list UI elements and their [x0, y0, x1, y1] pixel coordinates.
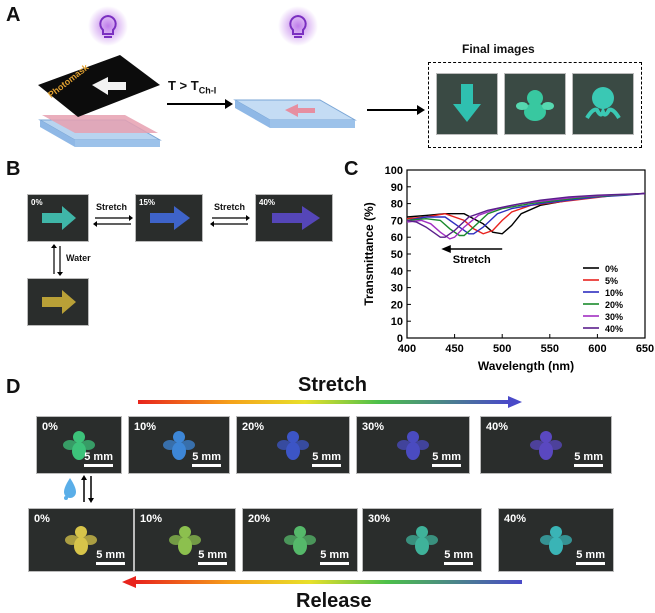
temperature-condition-label: T > TCh-I	[168, 78, 217, 96]
series-line	[406, 192, 646, 235]
y-tick-label: 40	[391, 266, 403, 278]
stretch-photo: 30% 5 mm	[356, 416, 470, 474]
panel-b-letter: B	[6, 158, 21, 180]
result-arrow	[367, 105, 425, 115]
x-tick-label: 450	[445, 343, 463, 355]
y-tick-label: 20	[391, 299, 403, 311]
water-drop-icon	[64, 475, 94, 503]
legend-label: 30%	[605, 312, 623, 322]
process-arrow	[167, 99, 233, 109]
final-image-octopus	[572, 73, 634, 135]
y-tick-label: 50	[391, 249, 403, 261]
stretch-title: Stretch	[298, 374, 367, 396]
y-tick-label: 30	[391, 283, 403, 295]
scale-bar: 5 mm	[444, 549, 473, 565]
strain-percent-label: 20%	[248, 513, 271, 525]
strain-percent-label: 10%	[134, 421, 157, 433]
x-axis-label: Wavelength (nm)	[478, 359, 574, 373]
legend-label: 5%	[605, 276, 618, 286]
stretch-gradient-arrow	[138, 396, 522, 408]
sample-photo-15: 15%	[135, 194, 203, 242]
panel-a-letter: A	[6, 4, 21, 26]
stretch-photo: 20% 5 mm	[236, 416, 350, 474]
final-images-box	[428, 62, 642, 148]
sample-photo-0: 0%	[27, 194, 89, 242]
reversible-arrow-1	[93, 215, 133, 227]
y-tick-label: 60	[391, 232, 403, 244]
y-axis-label: Transmittance (%)	[362, 202, 376, 305]
legend-label: 40%	[605, 324, 623, 334]
stretch-label-2: Stretch	[214, 202, 246, 212]
sample-photo-40: 40%	[255, 194, 333, 242]
stretch-annotation-label: Stretch	[453, 254, 491, 266]
y-tick-label: 0	[397, 333, 403, 345]
transmittance-chart: 400 450 500 550 600 650 0 10 20 30 40 50 60 70 80 90 100…	[362, 165, 654, 373]
final-image-bee	[504, 73, 566, 135]
strain-percent-label: 40%	[504, 513, 527, 525]
sample-photo-water	[27, 278, 89, 326]
release-gradient-arrow	[122, 576, 522, 588]
stretch-label-1: Stretch	[96, 202, 128, 212]
scale-bar: 5 mm	[576, 549, 605, 565]
stretch-photo: 0% 5 mm	[36, 416, 122, 474]
scale-bar: 5 mm	[198, 549, 227, 565]
series-line	[406, 192, 646, 237]
release-photo: 30% 5 mm	[362, 508, 482, 572]
scale-bar: 5 mm	[84, 451, 113, 467]
strain-percent-label: 20%	[242, 421, 265, 433]
strain-percent-label: 0%	[34, 513, 50, 525]
strain-percent-label: 40%	[486, 421, 509, 433]
y-tick-label: 100	[385, 165, 403, 177]
stretch-photo: 40% 5 mm	[480, 416, 612, 474]
reversible-arrow-2	[210, 215, 250, 227]
strain-percent-label: 30%	[362, 421, 385, 433]
stretch-photo: 10% 5 mm	[128, 416, 230, 474]
release-title: Release	[296, 590, 372, 612]
y-tick-label: 80	[391, 199, 403, 211]
panel-c-letter: C	[344, 158, 359, 180]
scale-bar: 5 mm	[432, 451, 461, 467]
legend-label: 20%	[605, 300, 623, 310]
water-label: Water	[66, 253, 91, 263]
y-tick-label: 10	[391, 316, 403, 328]
uv-lamp-icon	[88, 6, 128, 46]
release-photo: 10% 5 mm	[134, 508, 236, 572]
release-photo: 40% 5 mm	[498, 508, 614, 572]
series-line	[406, 192, 646, 235]
y-tick-label: 90	[391, 182, 403, 194]
strain-percent-label: 0%	[42, 421, 58, 433]
scale-bar: 5 mm	[96, 549, 125, 565]
x-tick-label: 650	[636, 343, 654, 355]
patterned-film-diagram	[233, 99, 357, 128]
stretch-annotation-arrowhead	[441, 244, 451, 253]
x-tick-label: 550	[541, 343, 559, 355]
x-tick-label: 500	[493, 343, 511, 355]
final-images-title: Final images	[462, 42, 535, 56]
reversible-arrow-water	[51, 244, 63, 276]
scale-bar: 5 mm	[312, 451, 341, 467]
series-line	[406, 192, 646, 238]
final-image-arrow	[436, 73, 498, 135]
x-tick-label: 600	[588, 343, 606, 355]
panel-d-letter: D	[6, 376, 21, 398]
strain-percent-label: 30%	[368, 513, 391, 525]
scale-bar: 5 mm	[574, 451, 603, 467]
x-tick-label: 400	[398, 343, 416, 355]
scale-bar: 5 mm	[192, 451, 221, 467]
release-photo: 0% 5 mm	[28, 508, 134, 572]
legend-label: 0%	[605, 264, 618, 274]
release-photo: 20% 5 mm	[242, 508, 358, 572]
scale-bar: 5 mm	[320, 549, 349, 565]
legend-label: 10%	[605, 288, 623, 298]
uv-lamp-icon	[278, 6, 318, 46]
series-line	[406, 192, 646, 240]
y-tick-label: 70	[391, 215, 403, 227]
photomask-stack-diagram	[38, 55, 162, 147]
strain-percent-label: 10%	[140, 513, 163, 525]
